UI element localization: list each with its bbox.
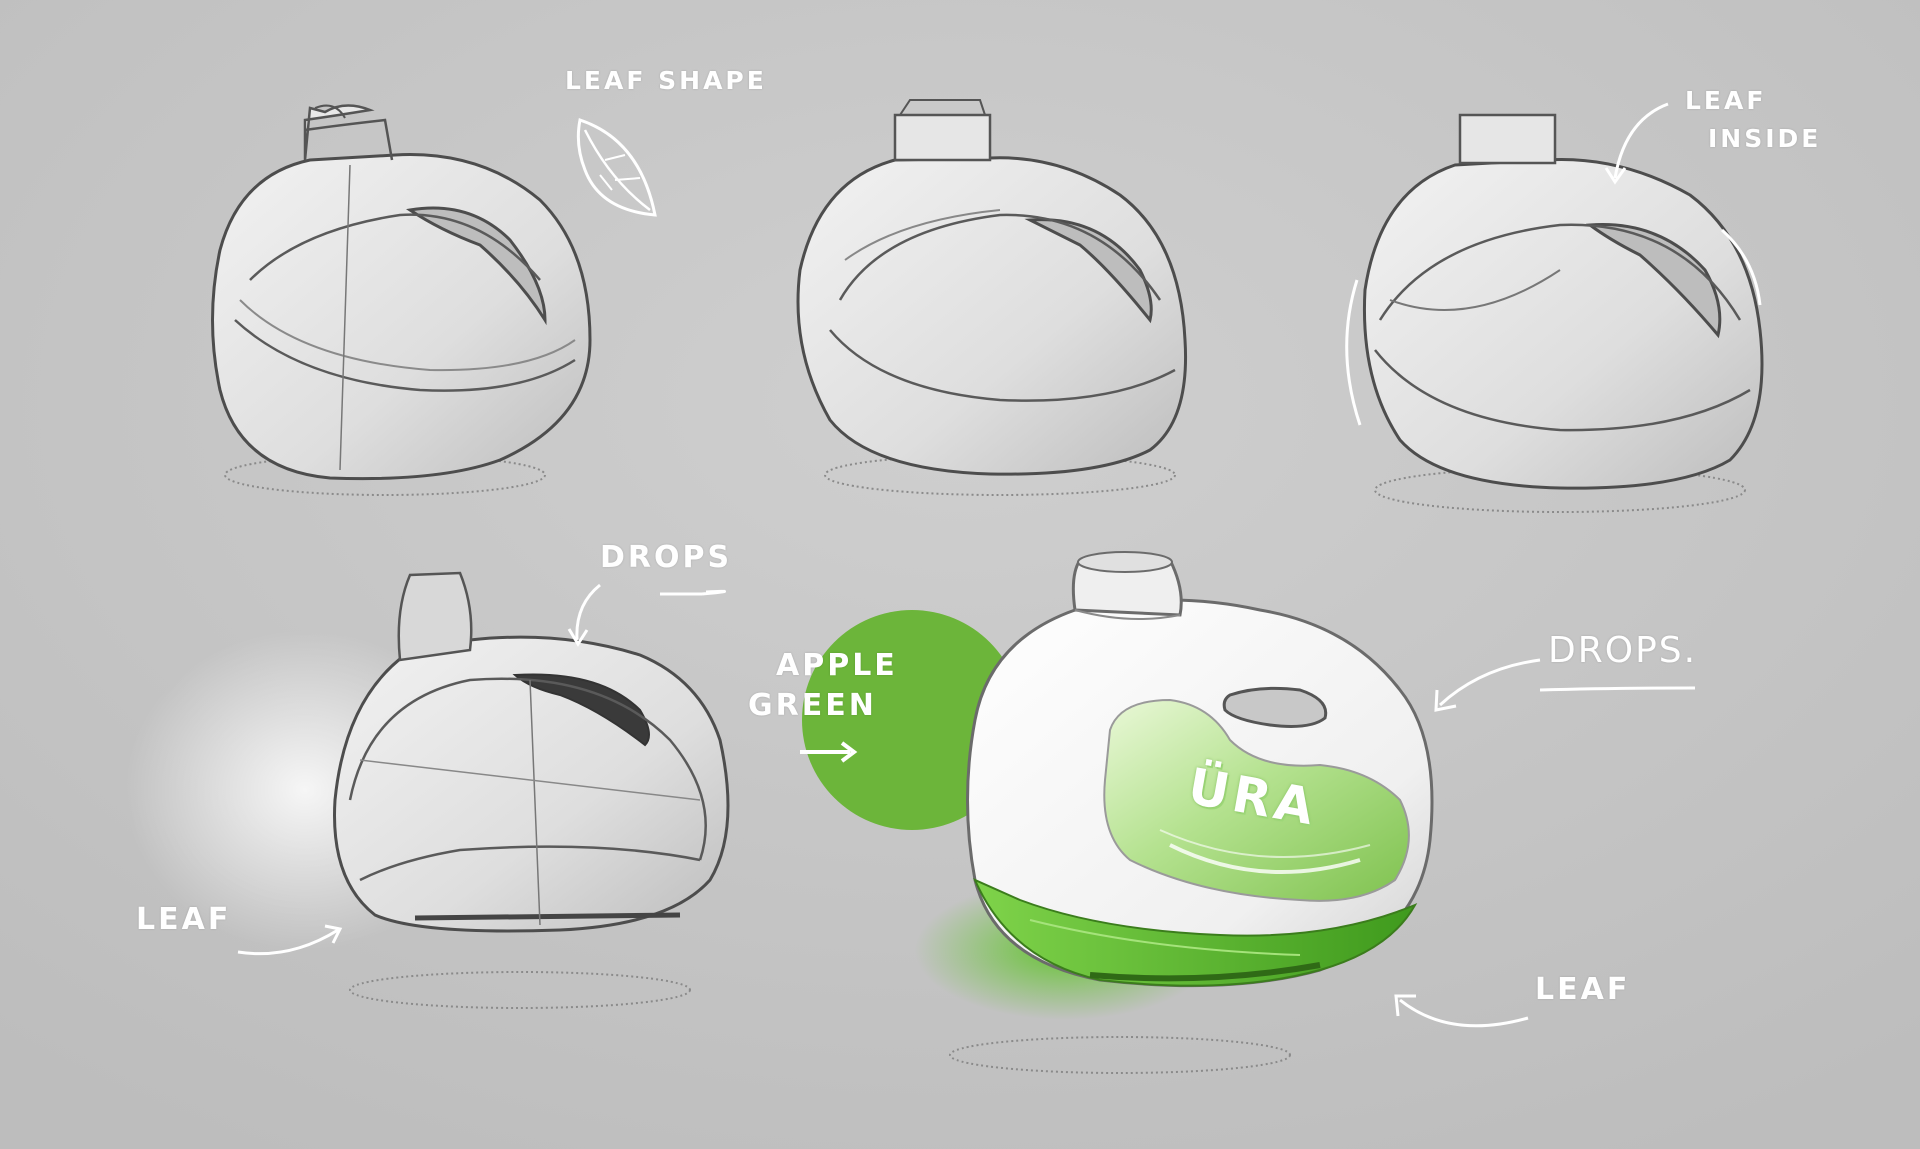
shadow-ellipse — [349, 971, 691, 1009]
shadow-ellipse — [949, 1036, 1291, 1074]
motion-mark — [1345, 279, 1362, 426]
bottle-neck — [893, 113, 992, 162]
handle-cutout — [512, 673, 650, 747]
bottle-sketch-4 — [333, 571, 730, 1009]
handle-cutout — [1024, 218, 1153, 324]
bottle-neck — [397, 571, 473, 662]
annotation-leaf-inside-line2: INSIDE — [1708, 124, 1822, 153]
annotation-leaf-inside-line1: LEAF — [1685, 86, 1767, 115]
bottle-body — [211, 153, 592, 481]
bottle-body — [1362, 157, 1764, 490]
handle-cutout — [1222, 686, 1328, 728]
leaf-doodle-icon — [576, 118, 657, 217]
annotation-leaf-render: LEAF — [1535, 972, 1631, 1007]
annotation-drops-sketch: DROPS — [600, 540, 733, 575]
annotation-leaf-shape: LEAF SHAPE — [565, 66, 767, 95]
leaf-bottom — [973, 878, 1418, 987]
bottle-neck — [303, 104, 375, 161]
handle-cutout — [1585, 223, 1722, 339]
annotation-apple-green-line2: GREEN — [748, 688, 877, 723]
annotation-apple-green-line1: APPLE — [776, 648, 898, 683]
bottle-neck — [1458, 113, 1557, 165]
arrow-drops-sketch — [575, 583, 601, 641]
arrow-drops-render — [1438, 658, 1541, 707]
bottle-render — [915, 551, 1434, 1074]
annotation-drops-render: DROPS. — [1548, 630, 1698, 671]
arrow-leaf-inside — [1613, 102, 1669, 179]
motion-mark — [1720, 228, 1762, 306]
bottle-sketch-2 — [796, 99, 1188, 496]
bottle-sketch-1 — [211, 104, 592, 496]
arrow-leaf-sketch — [237, 928, 339, 956]
bottle-body — [796, 156, 1188, 476]
bottle-sketch-3 — [1345, 113, 1764, 513]
arrow-leaf-render — [1399, 998, 1529, 1028]
annotation-leaf-sketch: LEAF — [136, 902, 232, 937]
